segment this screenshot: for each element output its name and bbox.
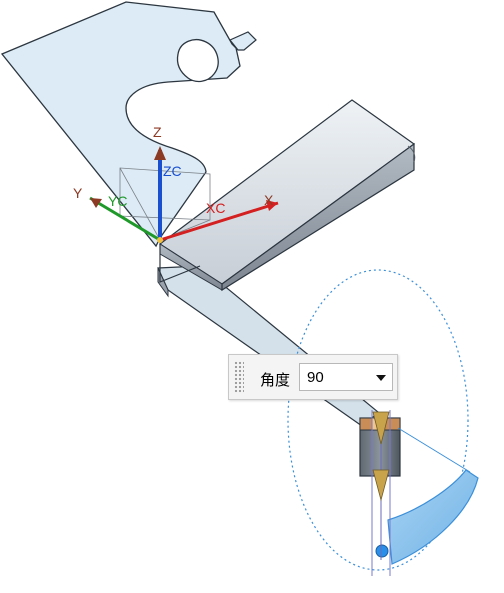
drag-grip-icon[interactable] (234, 361, 244, 393)
label-z: Z (153, 124, 162, 140)
rotation-drag-handle[interactable] (375, 544, 389, 558)
gold-cone-top-icon[interactable] (372, 411, 390, 445)
chevron-down-icon[interactable] (376, 375, 386, 381)
small-tab (229, 31, 257, 51)
y-axis-arrow-icon[interactable] (90, 198, 102, 208)
rotation-ring[interactable] (287, 269, 479, 571)
label-yc: YC (108, 193, 127, 209)
gold-cone-bottom-icon[interactable] (372, 469, 390, 502)
slot-cutout (176, 39, 219, 83)
coordinate-triad[interactable]: Z ZC Y YC XC X (73, 124, 279, 243)
angle-label: 角度 (260, 371, 291, 389)
angle-value[interactable]: 90 (307, 369, 324, 386)
upper-flange[interactable] (158, 99, 416, 292)
label-xc: XC (206, 200, 225, 216)
triad-origin[interactable] (157, 237, 163, 243)
lower-flange[interactable] (157, 265, 379, 427)
angle-input-popup[interactable]: 角度 90 (228, 354, 398, 400)
selected-sheet-face[interactable] (0, 1, 257, 248)
angle-dropdown-field[interactable]: 90 (299, 363, 393, 391)
z-axis-arrow-icon[interactable] (154, 146, 166, 160)
label-x: X (264, 192, 274, 208)
label-y: Y (73, 185, 83, 201)
x-axis-arrow-icon[interactable] (266, 200, 278, 211)
label-zc: ZC (163, 163, 182, 179)
rotation-axis[interactable] (371, 410, 391, 576)
